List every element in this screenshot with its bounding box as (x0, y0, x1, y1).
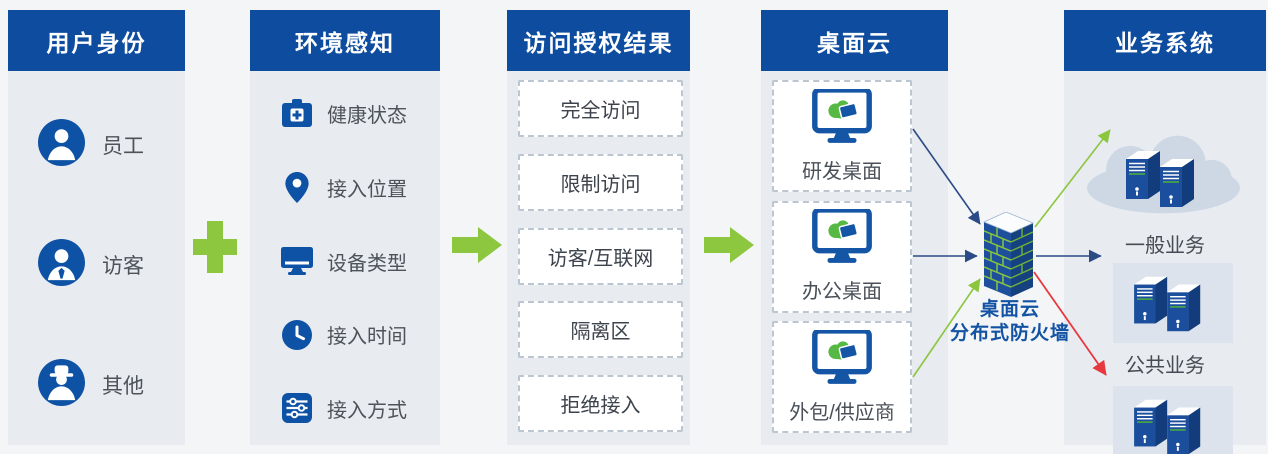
panel-title-business-systems: 业务系统 (1064, 10, 1266, 71)
location-pin-icon (281, 172, 313, 204)
panel-title-desktop-cloud: 桌面云 (761, 10, 948, 71)
business-system-label: 一般业务 (1125, 235, 1205, 257)
auth-result-box: 完全访问 (518, 80, 683, 137)
desktop-pool-outsource: 外包/供应商 (772, 321, 912, 433)
env-factor-health: 健康状态 (250, 98, 440, 129)
user-type-employee: 员工 (8, 119, 185, 171)
sliders-icon (281, 393, 313, 424)
user-type-visitor: 访客 (8, 239, 185, 291)
person-hat-icon (38, 359, 85, 411)
env-factor-label: 设备类型 (327, 252, 407, 275)
desktop-pool-label: 研发桌面 (802, 160, 882, 183)
cloud-servers-icon (1120, 141, 1212, 222)
panel-business-systems: 业务系统 一般业务 公共业务 重要业务 (1064, 10, 1266, 454)
env-factor-device: 设备类型 (250, 247, 440, 276)
firewall-label: 桌面云 分布式防火墙 (935, 298, 1085, 346)
person-icon (38, 119, 85, 171)
panel-environment-awareness: 环境感知 健康状态 接入位置 设备类型 (250, 10, 440, 445)
desktop-pool-label: 办公桌面 (802, 281, 882, 303)
user-type-label: 其他 (102, 375, 144, 398)
panel-desktop-cloud: 桌面云 研发桌面 办公桌面 外包/供应商 (761, 10, 948, 445)
business-system-label: 公共业务 (1125, 355, 1205, 377)
desktop-pool-rd: 研发桌面 (772, 80, 912, 192)
panel-title-environment-awareness: 环境感知 (250, 10, 440, 71)
env-factor-label: 健康状态 (327, 105, 407, 128)
panel-user-identity: 用户身份 员工 访客 其他 (8, 10, 185, 445)
arrow-right-icon (452, 226, 502, 269)
env-factor-label: 接入方式 (327, 399, 407, 422)
cloud-desktop-icon (810, 86, 874, 152)
panel-auth-result: 访问授权结果 完全访问 限制访问 访客/互联网 隔离区 拒绝接入 (507, 10, 690, 445)
user-type-label: 访客 (102, 255, 144, 278)
panel-title-auth-result: 访问授权结果 (507, 10, 690, 71)
env-factor-location: 接入位置 (250, 172, 440, 204)
auth-result-box: 拒绝接入 (518, 375, 683, 432)
firewall-icon (982, 211, 1036, 307)
user-type-other: 其他 (8, 359, 185, 411)
desktop-pool-label: 外包/供应商 (789, 401, 895, 424)
firewall-label-line2: 分布式防火墙 (949, 323, 1070, 344)
panel-title-user-identity: 用户身份 (8, 10, 185, 71)
desktop-pool-office: 办公桌面 (772, 200, 912, 313)
env-factor-label: 接入位置 (327, 179, 407, 202)
auth-result-box: 访客/互联网 (518, 227, 683, 285)
env-factor-method: 接入方式 (250, 393, 440, 424)
servers-icon (1127, 269, 1219, 344)
person-tie-icon (38, 239, 85, 291)
arrow-right-icon (704, 226, 754, 269)
auth-result-box: 隔离区 (518, 301, 683, 359)
firewall-label-line1: 桌面云 (979, 299, 1040, 320)
first-aid-kit-icon (281, 98, 313, 129)
monitor-icon (281, 247, 313, 276)
env-factor-time: 接入时间 (250, 319, 440, 350)
env-factor-label: 接入时间 (327, 326, 407, 349)
clock-icon (281, 319, 313, 350)
servers-icon (1127, 392, 1219, 454)
cloud-desktop-icon (810, 207, 874, 272)
plus-icon (193, 221, 237, 278)
user-type-label: 员工 (102, 135, 144, 158)
cloud-desktop-icon (810, 327, 874, 393)
auth-result-box: 限制访问 (518, 153, 683, 211)
